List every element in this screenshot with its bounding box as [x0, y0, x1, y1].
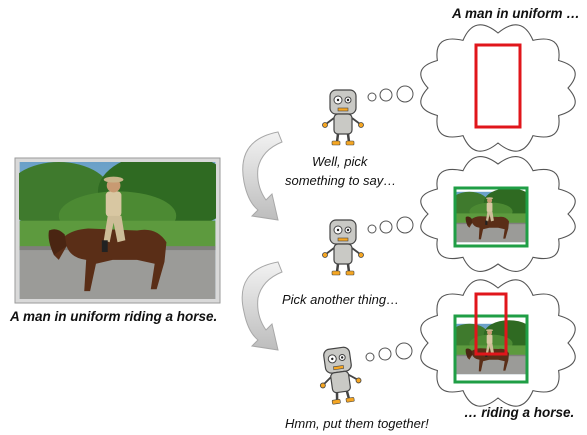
cloud-caption-top: A man in uniform … [452, 6, 580, 21]
crop-man-red [474, 43, 522, 129]
cloud-caption-bottom: … riding a horse. [464, 405, 575, 420]
thought-cloud-icon [420, 24, 576, 152]
robot-speech-2: Pick another thing… [282, 292, 400, 307]
main-caption: A man in uniform riding a horse. [10, 309, 218, 324]
robot-speech-1a: Well, pick [312, 154, 368, 169]
crop-combined [453, 292, 529, 384]
robot-icon [322, 89, 364, 146]
curved-arrow-icon [242, 131, 283, 221]
curved-arrow-icon [241, 261, 283, 351]
crop-horse-green [453, 186, 529, 248]
robot-icon [319, 346, 362, 405]
robot-speech-1b: something to say… [285, 173, 397, 188]
robot-icon [322, 219, 364, 276]
robot-speech-3: Hmm, put them together! [285, 416, 429, 431]
main-photo [14, 157, 221, 304]
thought-bubbles [365, 85, 414, 362]
